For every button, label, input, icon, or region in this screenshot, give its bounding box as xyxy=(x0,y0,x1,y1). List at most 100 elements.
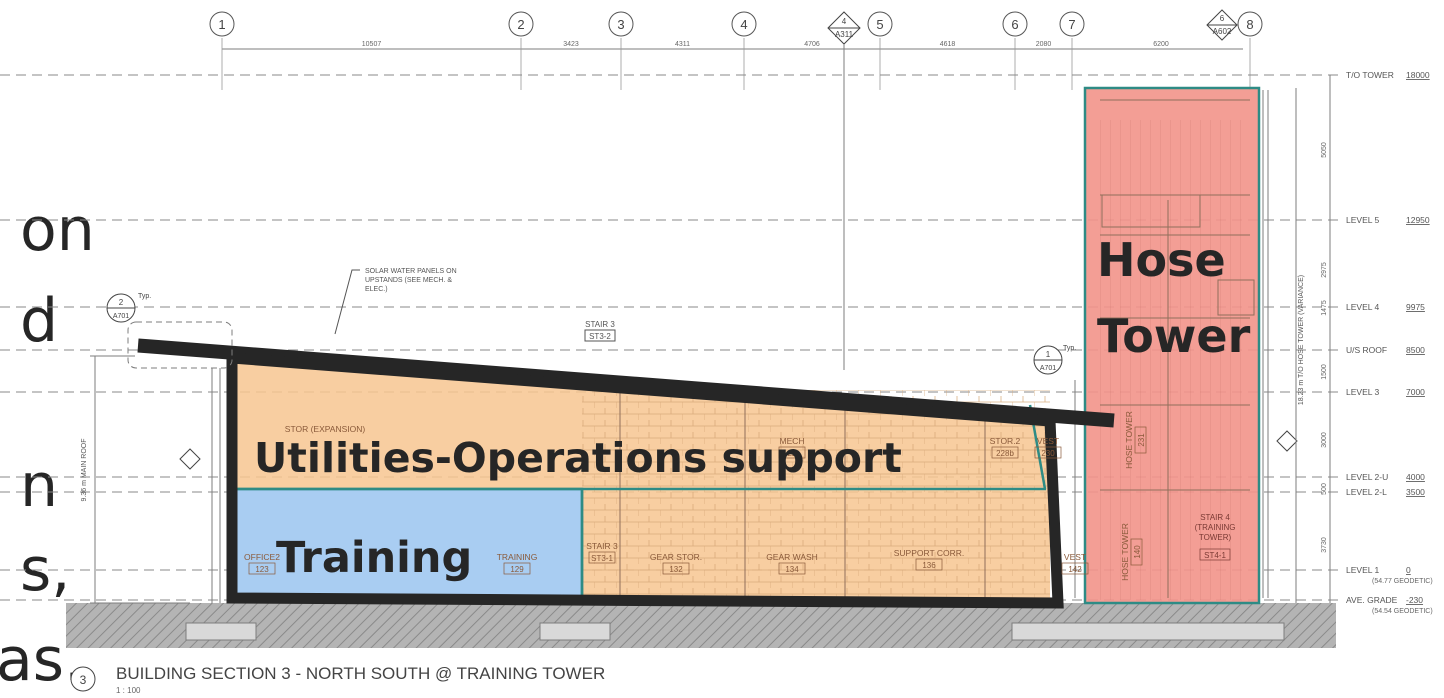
grid-bubble xyxy=(1059,11,1085,37)
slide-text-fragment: s, xyxy=(20,535,71,605)
dimension-label: 4311 xyxy=(675,41,690,48)
roof-detail xyxy=(90,321,233,604)
title-number: 3 xyxy=(80,673,87,687)
svg-text:HOSE TOWER: HOSE TOWER xyxy=(1124,411,1134,469)
level-value: 4000 xyxy=(1406,472,1425,482)
level-name: LEVEL 5 xyxy=(1346,215,1380,225)
room-labels: STOR (EXPANSION)MECH22STOR.2228bVEST230O… xyxy=(244,411,1235,581)
tower-dimension-label: 2975 xyxy=(1321,262,1328,278)
svg-text:HOSE TOWER: HOSE TOWER xyxy=(1120,523,1130,581)
svg-text:136: 136 xyxy=(922,561,936,570)
slide-text-fragment: on xyxy=(20,195,95,265)
svg-text:GEAR STOR.: GEAR STOR. xyxy=(650,552,702,562)
hose-tower-label: Tower xyxy=(1097,309,1251,363)
section-marker-top-a: 4 A311 xyxy=(827,11,861,370)
svg-text:VEST: VEST xyxy=(1064,552,1086,562)
slide-text-fragment: n xyxy=(20,451,59,521)
svg-text:230: 230 xyxy=(1041,449,1055,458)
room-label: STOR (EXPANSION) xyxy=(285,424,366,434)
svg-text:129: 129 xyxy=(510,565,524,574)
svg-text:ST4-1: ST4-1 xyxy=(1204,551,1226,560)
tower-dimension-label: 5050 xyxy=(1321,142,1328,158)
grid-bubble xyxy=(608,11,634,37)
level-name: T/O TOWER xyxy=(1346,70,1394,80)
level-name: AVE. GRADE xyxy=(1346,595,1398,605)
grid-bubble xyxy=(209,11,235,37)
grid-bubble xyxy=(1237,11,1263,37)
grid-label: 1 xyxy=(218,17,225,32)
grid-label: 7 xyxy=(1068,17,1075,32)
dimension-label: 10507 xyxy=(362,41,382,48)
grid-label: 2 xyxy=(517,17,524,32)
svg-text:2: 2 xyxy=(119,298,124,307)
level-note: (54.54 GEODETIC) xyxy=(1372,608,1433,615)
svg-text:STAIR 3: STAIR 3 xyxy=(585,320,615,329)
svg-text:STAIR 3: STAIR 3 xyxy=(586,541,618,551)
title-text: BUILDING SECTION 3 - NORTH SOUTH @ TRAIN… xyxy=(116,664,605,683)
grid-label: 5 xyxy=(876,17,883,32)
svg-text:228b: 228b xyxy=(996,449,1014,458)
svg-text:(TRAINING: (TRAINING xyxy=(1195,523,1236,532)
tower-dimension-label: 500 xyxy=(1321,483,1328,495)
tower-dimension-label: 3000 xyxy=(1321,432,1328,448)
level-name: U/S ROOF xyxy=(1346,345,1387,355)
section-marker-sheet: A602 xyxy=(1213,27,1232,36)
svg-text:STOR (EXPANSION): STOR (EXPANSION) xyxy=(285,424,366,434)
stair3-tag: STAIR 3 ST3-2 xyxy=(584,320,616,342)
hose-tower-label: Hose xyxy=(1097,233,1226,287)
section-marker-top-b: 6 A602 xyxy=(1206,9,1238,41)
grid-bubble xyxy=(731,11,757,37)
zones xyxy=(232,88,1258,603)
drawing-title: 3 BUILDING SECTION 3 - NORTH SOUTH @ TRA… xyxy=(70,664,605,695)
level-value: -230 xyxy=(1406,595,1423,605)
elevation-diamond xyxy=(1276,430,1298,452)
svg-text:GEAR WASH: GEAR WASH xyxy=(766,552,818,562)
svg-text:A701: A701 xyxy=(1040,365,1056,372)
svg-text:ST3-1: ST3-1 xyxy=(591,554,613,563)
detail-marker-right: 1 A701 Typ. xyxy=(1033,345,1076,375)
svg-text:132: 132 xyxy=(669,565,683,574)
svg-text:SUPPORT CORR.: SUPPORT CORR. xyxy=(894,548,965,558)
zone-labels: Hose Tower Utilities-Operations support … xyxy=(254,233,1251,583)
utilities-label: Utilities-Operations support xyxy=(254,434,902,482)
section-marker-num: 4 xyxy=(842,17,847,26)
svg-text:231: 231 xyxy=(1137,433,1146,447)
level-name: LEVEL 4 xyxy=(1346,302,1380,312)
title-scale: 1 : 100 xyxy=(116,686,141,695)
level-value: 3500 xyxy=(1406,487,1425,497)
svg-text:123: 123 xyxy=(255,565,269,574)
level-name: LEVEL 3 xyxy=(1346,387,1380,397)
room-label: SUPPORT CORR. 136 xyxy=(894,548,965,571)
svg-text:142: 142 xyxy=(1068,565,1082,574)
svg-text:STAIR 4: STAIR 4 xyxy=(1200,513,1230,522)
training-label: Training xyxy=(276,533,472,583)
main-roof-dim: 9.36 m MAIN ROOF xyxy=(81,438,88,501)
grid-bubble xyxy=(867,11,893,37)
interior-linework xyxy=(619,90,1269,598)
dimension-label: 4706 xyxy=(804,41,820,48)
dimension-label: 2080 xyxy=(1036,41,1052,48)
room-label: GEAR STOR. 132 xyxy=(650,552,702,575)
svg-text:TRAINING: TRAINING xyxy=(497,552,538,562)
svg-text:140: 140 xyxy=(1133,545,1142,559)
detail-marker-left: 2 A701 Typ. xyxy=(106,293,151,323)
level-value: 7000 xyxy=(1406,387,1425,397)
level-name: LEVEL 1 xyxy=(1346,565,1380,575)
room-label: STAIR 3 ST3-1 xyxy=(586,541,618,564)
level-note: (54.77 GEODETIC) xyxy=(1372,578,1433,585)
svg-text:22: 22 xyxy=(788,449,797,458)
ground xyxy=(66,603,1336,648)
grid-bubble xyxy=(1002,11,1028,37)
section-marker-sheet: A311 xyxy=(835,30,854,39)
dimension-label: 4618 xyxy=(940,41,956,48)
room-label: VEST 142 xyxy=(1061,552,1089,575)
svg-text:UPSTANDS (SEE MECH. &: UPSTANDS (SEE MECH. & xyxy=(365,277,452,284)
level-value: 8500 xyxy=(1406,345,1425,355)
